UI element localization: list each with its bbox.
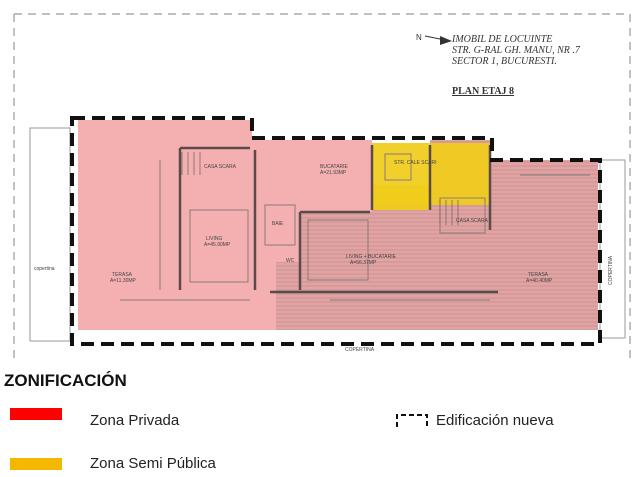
project-title-line-3: SECTOR 1, BUCURESTI.	[452, 56, 557, 67]
legend-swatch-zona-semi-publica	[10, 458, 62, 470]
copertina-right-strip	[599, 159, 626, 339]
room-label-terasa-left: TERASA	[112, 272, 133, 278]
plan-detail-lines	[120, 153, 590, 301]
semi-public-zone-extension	[372, 185, 430, 210]
room-labels: CASA SCARA BUCATARIE A=21.93MP STR. CALE…	[34, 160, 614, 353]
room-label-living-bucatarie-area: A=56.37MP	[350, 260, 377, 266]
north-arrow-icon: N	[416, 33, 452, 45]
legend-label-zona-privada: Zona Privada	[90, 412, 180, 429]
private-zone-area	[78, 120, 372, 330]
room-label-baie: BAIE	[272, 221, 284, 227]
room-label-terasa-right-area: A=40.40MP	[526, 278, 553, 284]
dashed-outline-icon	[396, 414, 428, 427]
legend-label-zona-semi-publica: Zona Semi Pública	[90, 455, 216, 472]
legend-label-edificacion-nueva: Edificación nueva	[436, 412, 554, 429]
room-label-living: LIVING	[206, 236, 223, 242]
project-title-line-2: STR. G-RAL GH. MANU, NR .7	[452, 45, 580, 56]
plan-title: PLAN ETAJ 8	[452, 86, 515, 97]
project-title-line-1: IMOBIL DE LOCUINTE	[452, 34, 553, 45]
svg-text:N: N	[416, 33, 422, 42]
room-label-living-area: A=45.90MP	[204, 242, 231, 248]
room-label-wc: WC	[286, 258, 295, 264]
private-zone-hatched-area	[276, 140, 598, 330]
room-label-living-bucatarie: LIVING + BUCATARIE	[346, 254, 397, 260]
legend-swatch-zona-privada	[10, 408, 62, 420]
interior-walls	[178, 145, 498, 294]
room-label-terasa-right: TERASA	[528, 272, 549, 278]
room-label-bucatarie: BUCATARIE	[320, 164, 349, 170]
room-label-terasa-left-area: A=11.30MP	[110, 278, 137, 284]
room-label-casa-scara-2: CASA SCARA	[456, 218, 489, 224]
new-building-outline	[70, 116, 602, 346]
project-title-block: IMOBIL DE LOCUINTE STR. G-RAL GH. MANU, …	[452, 34, 580, 67]
room-label-stair-box: STR. CALE SCARI	[394, 160, 437, 166]
site-boundary	[13, 13, 631, 358]
copertina-right-label: COPERTINA	[608, 255, 614, 285]
floor-plan-drawing: N CASA SCARA BUCATARIE A=21.93MP STR. CA…	[13, 13, 631, 358]
stair-treads	[181, 152, 459, 225]
copertina-left-label: copertina	[34, 266, 55, 272]
copertina-left-strip	[29, 127, 71, 342]
room-label-bucatarie-area: A=21.93MP	[320, 170, 347, 176]
legend-title: ZONIFICACIÓN	[4, 371, 127, 390]
room-label-casa-scara: CASA SCARA	[204, 164, 237, 170]
copertina-bottom-label: COPERTINA	[345, 347, 375, 353]
